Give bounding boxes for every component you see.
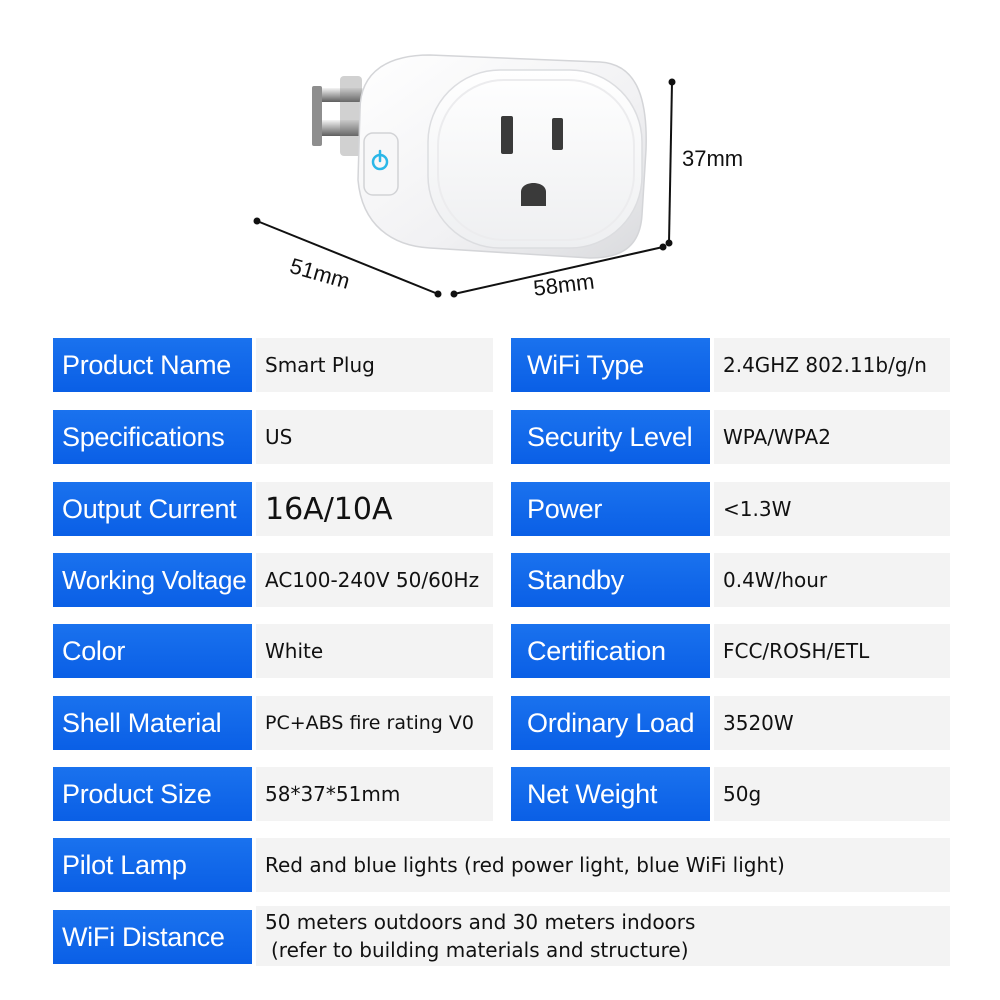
spec-value-shell-material: PC+ABS fire rating V0: [256, 696, 493, 750]
power-icon: [371, 149, 389, 171]
spec-label-specifications: Specifications: [53, 410, 252, 464]
spec-value-product-name: Smart Plug: [256, 338, 493, 392]
spec-label-product-name: Product Name: [53, 338, 252, 392]
spec-value-pilot-lamp: Red and blue lights (red power light, bl…: [256, 838, 950, 892]
spec-label-standby: Standby: [511, 553, 710, 607]
spec-value-power: <1.3W: [714, 482, 950, 536]
spec-value-standby: 0.4W/hour: [714, 553, 950, 607]
power-button: [363, 132, 399, 196]
plug-face: [427, 69, 643, 249]
spec-value-product-size: 58*37*51mm: [256, 767, 493, 821]
dimension-lines: [256, 81, 673, 295]
spec-label-working-voltage: Working Voltage: [53, 553, 252, 607]
spec-label-net-weight: Net Weight: [511, 767, 710, 821]
spec-label-ordinary-load: Ordinary Load: [511, 696, 710, 750]
spec-value-ordinary-load: 3520W: [714, 696, 950, 750]
spec-value-specifications: US: [256, 410, 493, 464]
wifi-distance-line2: (refer to building materials and structu…: [271, 938, 689, 962]
product-illustration: [253, 54, 676, 298]
spec-value-working-voltage: AC100-240V 50/60Hz: [256, 553, 493, 607]
spec-label-shell-material: Shell Material: [53, 696, 252, 750]
spec-value-certification: FCC/ROSH/ETL: [714, 624, 950, 678]
spec-label-wifi-type: WiFi Type: [511, 338, 710, 392]
spec-value-net-weight: 50g: [714, 767, 950, 821]
spec-label-security-level: Security Level: [511, 410, 710, 464]
wifi-distance-line1: 50 meters outdoors and 30 meters indoors: [265, 910, 696, 934]
spec-label-product-size: Product Size: [53, 767, 252, 821]
spec-value-wifi-distance: 50 meters outdoors and 30 meters indoors…: [256, 906, 950, 966]
plug-prongs: [312, 76, 368, 156]
spec-label-certification: Certification: [511, 624, 710, 678]
spec-value-output-current: 16A/10A: [256, 482, 493, 536]
spec-value-wifi-type: 2.4GHZ 802.11b/g/n: [714, 338, 950, 392]
spec-label-power: Power: [511, 482, 710, 536]
dimension-height-label: 37mm: [682, 146, 744, 171]
spec-value-color: White: [256, 624, 493, 678]
outlet-holes: [501, 116, 563, 206]
spec-label-color: Color: [53, 624, 252, 678]
spec-label-output-current: Output Current: [53, 482, 252, 536]
spec-label-wifi-distance: WiFi Distance: [53, 910, 252, 964]
spec-label-pilot-lamp: Pilot Lamp: [53, 838, 252, 892]
spec-value-security-level: WPA/WPA2: [714, 410, 950, 464]
